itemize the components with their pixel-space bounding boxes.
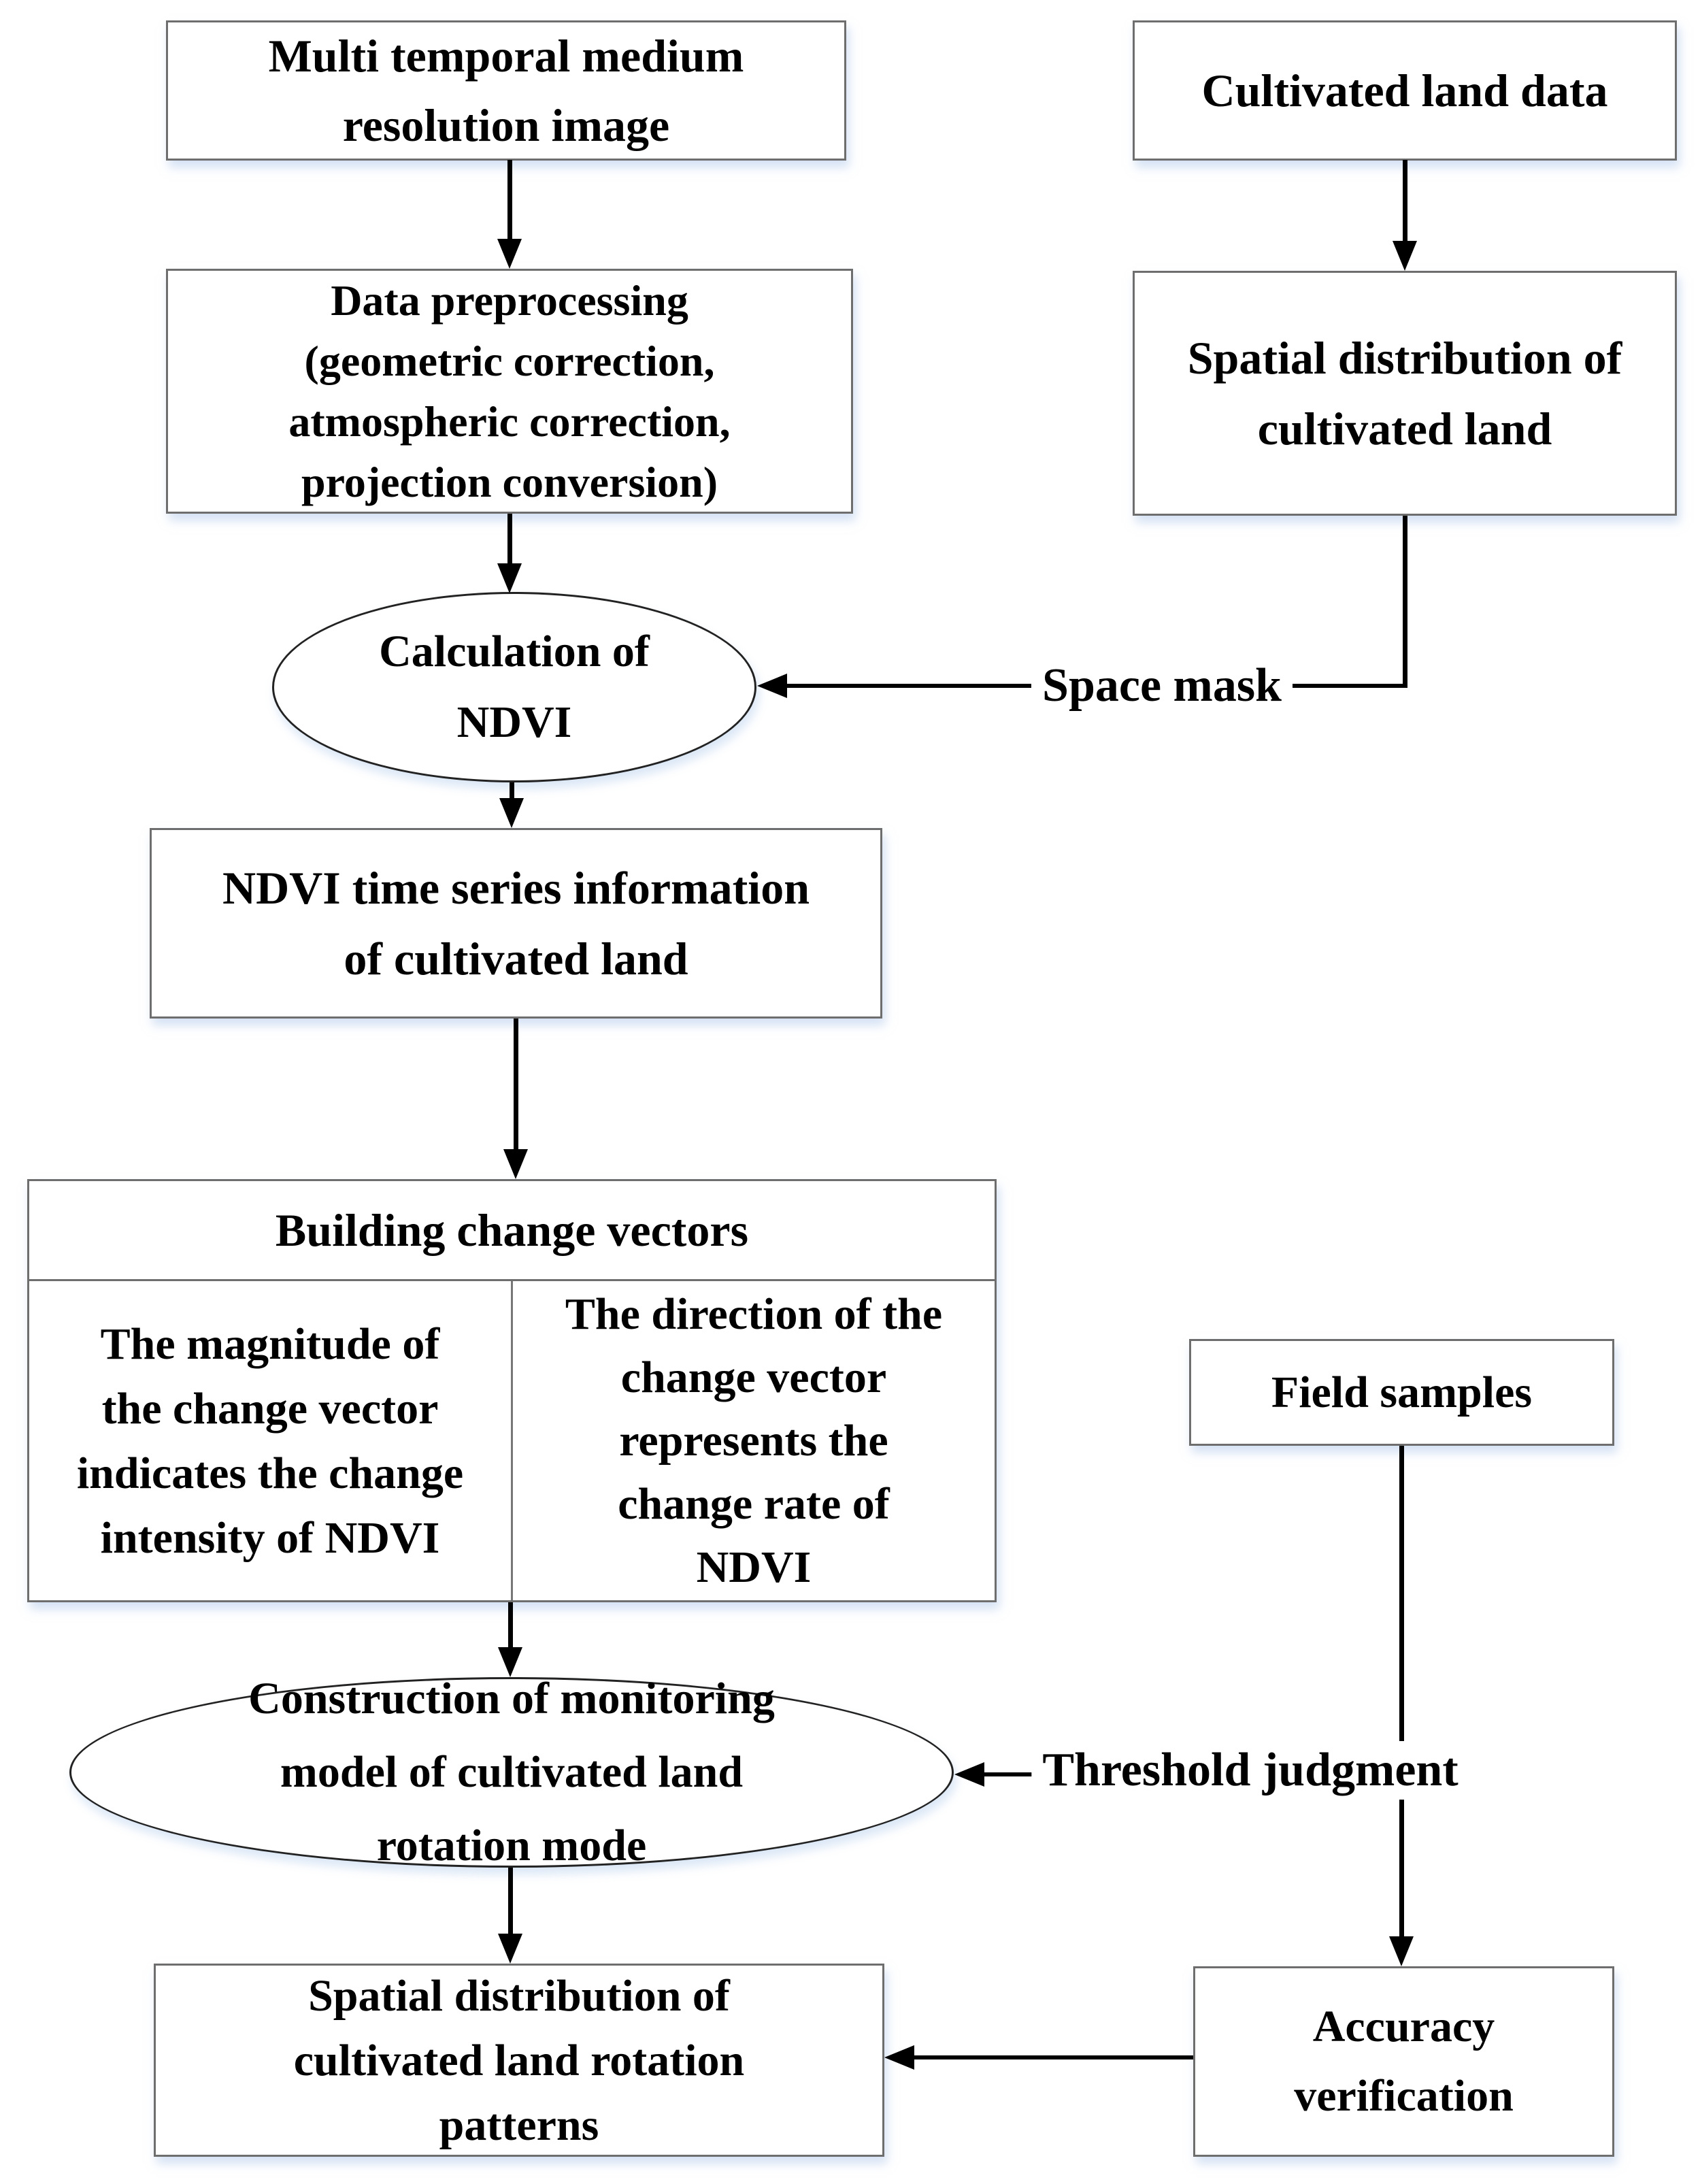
arrowhead-ndvicalc-to-timeseries [499,798,524,828]
edge-accuracy-to-rotationpatterns [914,2055,1193,2059]
edge-spatialdist-down-segment [1403,516,1407,688]
edge-changevectors-to-model [508,1602,513,1651]
edge-preprocessing-to-ndvicalc [507,514,512,568]
arrowhead-accuracy-to-rotationpatterns [884,2045,914,2070]
edge-label-space-mask: Space mask [1031,657,1293,715]
building-change-vectors-header: Building change vectors [29,1181,995,1281]
node-building-change-vectors: Building change vectors The magnitude of… [27,1179,997,1602]
edge-image-to-preprocessing [507,160,512,243]
arrowhead-landdata-to-spatialdist [1393,241,1417,271]
edge-timeseries-to-changevectors [514,1019,518,1153]
node-field-samples: Field samples [1189,1339,1614,1446]
edge-landdata-to-spatialdist [1403,160,1407,245]
node-data-preprocessing: Data preprocessing(geometric correction,… [166,269,853,514]
edge-fieldsamples-to-accuracy [1399,1446,1404,1940]
edge-ndvicalc-to-timeseries [510,782,514,803]
arrowhead-changevectors-to-model [498,1647,522,1677]
arrowhead-fieldsamples-to-accuracy [1389,1936,1414,1966]
arrowhead-space-mask-into-ellipse [757,674,787,698]
node-cultivated-land-data: Cultivated land data [1133,20,1677,161]
arrowhead-model-to-rotationpatterns [498,1934,522,1964]
arrowhead-timeseries-to-changevectors [503,1149,528,1179]
arrowhead-threshold-into-ellipse [954,1762,984,1787]
edge-threshold-branch [984,1772,1066,1776]
arrowhead-image-to-preprocessing [497,239,522,269]
edge-model-to-rotationpatterns [508,1868,513,1938]
edge-label-threshold-judgment: Threshold judgment [1031,1741,1469,1800]
arrowhead-preprocessing-to-ndvicalc [497,563,522,593]
